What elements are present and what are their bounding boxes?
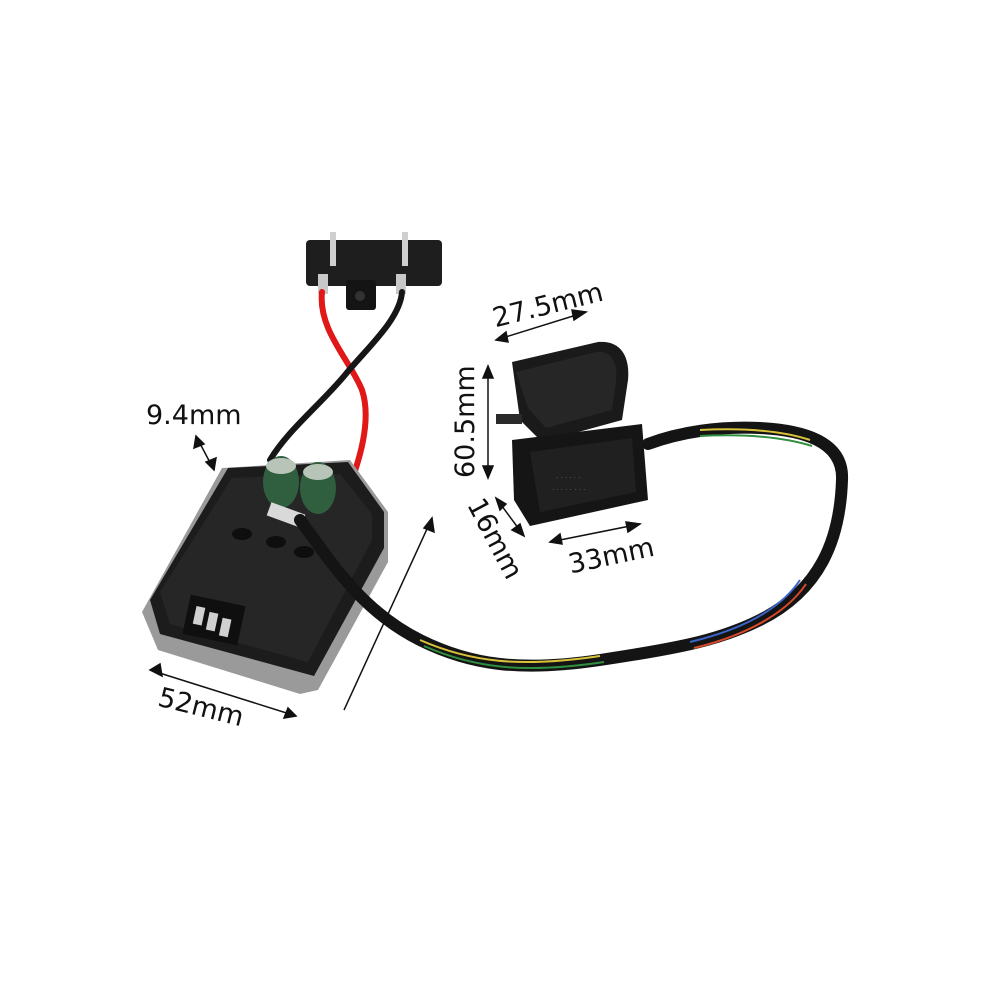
board-socket — [182, 594, 246, 646]
capacitor-right — [300, 462, 336, 514]
svg-text:· · · · · · · ·: · · · · · · · · — [552, 486, 585, 494]
dimension-arrows — [148, 309, 643, 719]
capacitor-left — [263, 456, 299, 508]
signal-harness — [294, 421, 848, 672]
red-wire — [318, 289, 369, 499]
switch-height-label: 60.5mm — [450, 365, 481, 478]
power-connector — [306, 232, 442, 310]
black-wire — [267, 289, 405, 463]
board-height-label: 9.4mm — [146, 400, 242, 431]
control-board — [142, 456, 388, 694]
trigger-switch: · · · · · · · · · · · · · · — [496, 341, 648, 526]
svg-text:· · · · · ·: · · · · · · — [556, 474, 580, 482]
